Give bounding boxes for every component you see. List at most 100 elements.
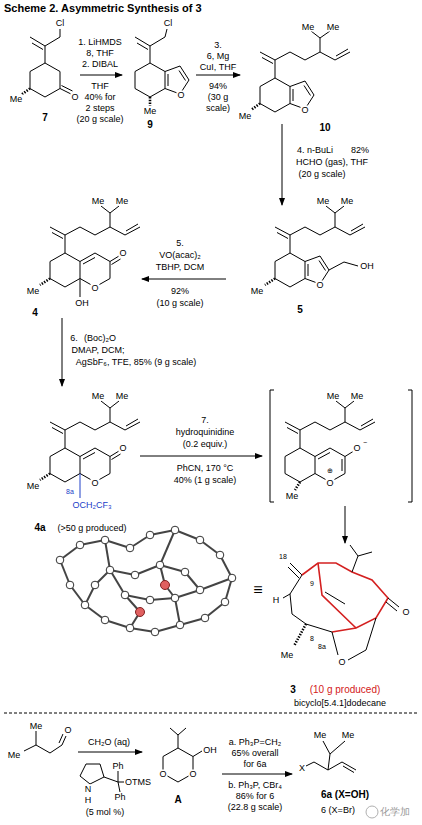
reagent-text: 6, Mg xyxy=(206,52,231,61)
structure-line xyxy=(290,235,291,253)
structure-line xyxy=(179,71,186,81)
structure-line xyxy=(150,46,151,63)
structure-line xyxy=(200,578,232,590)
atom-label: OH xyxy=(74,299,90,308)
structure-polyline xyxy=(290,227,365,235)
structure-line xyxy=(80,474,81,499)
structure-line xyxy=(45,37,60,46)
structure-line xyxy=(165,29,167,37)
atom-label: Me xyxy=(238,112,253,121)
position-label: 8 xyxy=(309,635,315,642)
structure-line xyxy=(104,777,118,782)
structure-line xyxy=(32,43,43,50)
structure-circle xyxy=(126,624,134,632)
structure-polygon xyxy=(50,253,80,287)
structure-line xyxy=(78,752,142,753)
structure-line xyxy=(275,60,276,78)
structure-circle xyxy=(101,616,109,624)
structure-line xyxy=(30,37,45,46)
reagent-text: (10 g scale) xyxy=(155,299,204,308)
reagent-text: b. Ph₃P, CBr₄ xyxy=(227,781,283,790)
structure-line xyxy=(251,104,260,111)
structure-line xyxy=(332,632,338,655)
atom-label: O xyxy=(158,770,167,779)
structure-circle xyxy=(196,536,204,544)
atom-label: O xyxy=(70,93,79,102)
structure-polyline xyxy=(65,227,140,235)
structure-circle xyxy=(101,536,109,544)
structure-circle xyxy=(81,601,89,609)
reagent-text: 2. DIBAL xyxy=(81,60,119,69)
structure-circle xyxy=(136,608,145,617)
charge-label: ⊕ xyxy=(326,467,334,474)
ring-name: bicyclo[5.4.1]dodecane xyxy=(293,699,387,708)
structure-line xyxy=(277,233,288,239)
atom-label: Me xyxy=(115,392,130,401)
compound-7-structure xyxy=(21,29,73,97)
structure-line xyxy=(65,430,66,448)
watermark: 化学加 xyxy=(379,807,411,817)
structure-line xyxy=(345,408,346,422)
reagent-text: CuI, THF xyxy=(199,63,237,72)
atom-label: Me xyxy=(301,23,316,32)
structure-line xyxy=(45,46,46,63)
structure-line xyxy=(283,594,290,598)
structure-line xyxy=(260,52,275,60)
reagent-text: (20 g scale) xyxy=(75,115,124,124)
structure-path xyxy=(80,448,110,482)
structure-line xyxy=(290,563,302,575)
compound-number: 7 xyxy=(41,113,49,123)
atom-label: O xyxy=(315,281,324,290)
reagent-text: 1. LiHMDS xyxy=(77,38,123,47)
structure-line xyxy=(101,206,110,213)
structure-line xyxy=(319,261,326,271)
structure-line xyxy=(101,401,110,408)
structure-polyline xyxy=(300,422,375,430)
structure-polyline xyxy=(275,52,350,60)
structure-line xyxy=(178,735,179,748)
reagent-text: 94% xyxy=(208,82,228,91)
reagent-text: 4. n-BuLi xyxy=(296,146,334,155)
structure-circle xyxy=(196,586,204,594)
scale-note: (10 g produced) xyxy=(309,685,382,695)
structure-polygon xyxy=(50,448,80,482)
atom-label: O xyxy=(401,608,410,617)
structure-line xyxy=(308,264,309,276)
reagent-text: (Boc)₂O xyxy=(83,334,117,343)
structure-line xyxy=(318,453,330,460)
compound-10-structure xyxy=(251,31,350,112)
structure-line xyxy=(59,734,63,743)
structure-line xyxy=(137,43,148,50)
structure-circle xyxy=(91,581,99,589)
compound-number: 5 xyxy=(296,305,304,315)
reagent-text: PhCN, 170 °C xyxy=(176,464,235,473)
structure-polygon xyxy=(275,253,305,287)
structure-line xyxy=(112,259,121,265)
structure-line xyxy=(83,258,95,265)
atom-label: O xyxy=(188,770,197,779)
reagent-text: 2 steps xyxy=(84,104,115,113)
compound-5-structure xyxy=(265,206,365,287)
structure-line xyxy=(80,75,122,76)
structure-line xyxy=(40,474,50,481)
structure-circle xyxy=(151,628,159,636)
structure-line xyxy=(62,736,66,745)
structure-line xyxy=(388,598,399,607)
structure-polyline xyxy=(329,262,358,270)
substituent-label: OCH₂CF₃ xyxy=(71,501,112,510)
atom-label: Me xyxy=(143,107,158,116)
structure-line xyxy=(110,401,119,408)
reagent-text: DMAP, DCM; xyxy=(71,346,126,355)
structure-line xyxy=(335,213,336,227)
reagent-text: 6. xyxy=(69,334,79,343)
scheme-title: Scheme 2. Asymmetric Synthesis of 3 xyxy=(4,2,202,14)
structure-line xyxy=(345,401,354,408)
atom-label: Me xyxy=(341,731,356,740)
structure-line xyxy=(320,31,330,38)
structure-circle xyxy=(216,551,224,559)
structure-line xyxy=(110,206,119,213)
structure-line xyxy=(110,213,111,227)
atom-label: Me xyxy=(350,392,365,401)
atom-label: OTMS xyxy=(124,778,152,787)
